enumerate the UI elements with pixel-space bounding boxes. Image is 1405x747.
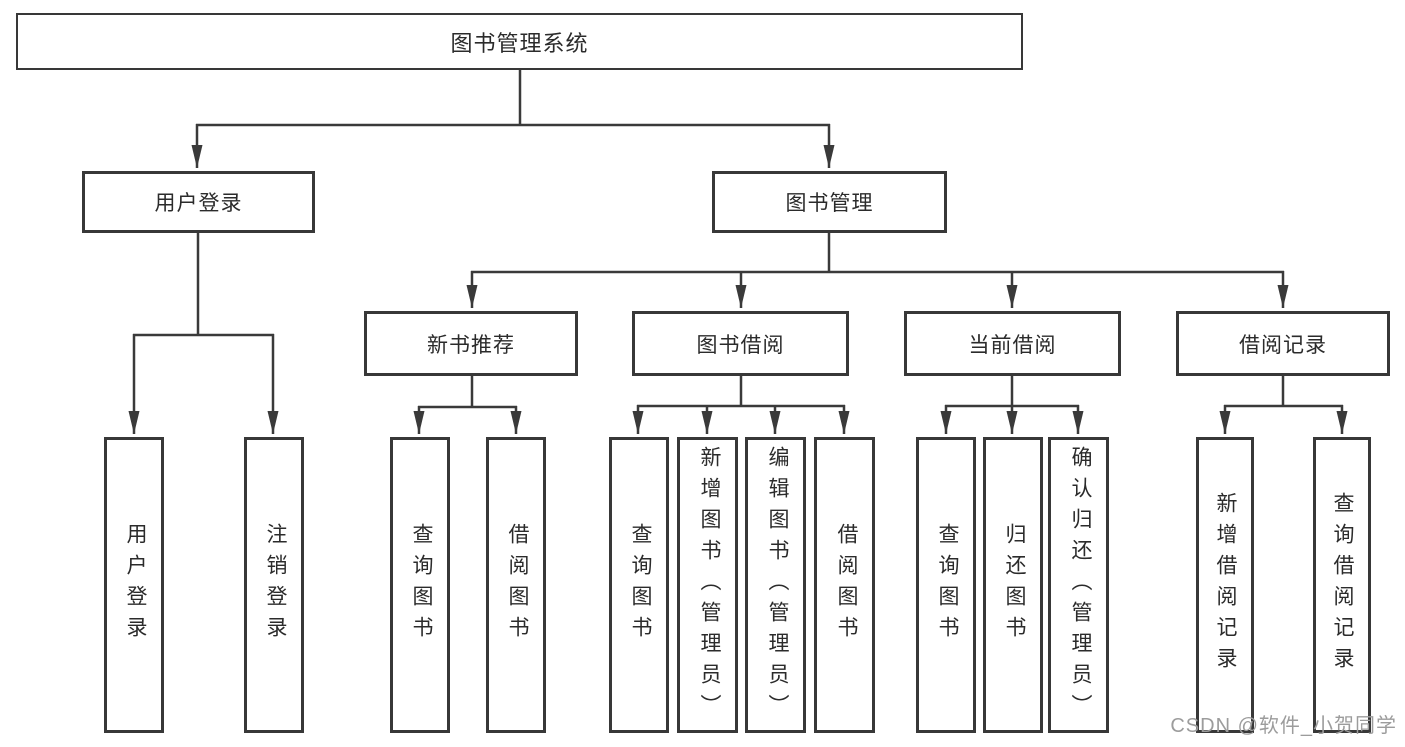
node-user-login: 用户登录 — [82, 171, 315, 233]
node-current-borrow: 当前借阅 — [904, 311, 1121, 376]
node-new-book-recommend: 新书推荐 — [364, 311, 578, 376]
leaf-return-book: 归还图书 — [983, 437, 1043, 733]
leaf-borrow-book-recommend: 借阅图书 — [486, 437, 546, 733]
leaf-user-login: 用户登录 — [104, 437, 164, 733]
csdn-watermark: CSDN @软件_小贺同学 — [1170, 715, 1397, 737]
node-label: 图书管理 — [785, 192, 874, 215]
node-label: 借阅记录 — [1239, 333, 1327, 357]
leaf-query-book-recommend: 查询图书 — [390, 437, 450, 733]
leaf-query-book-borrow: 查询图书 — [609, 437, 669, 733]
leaf-query-borrow-record: 查询借阅记录 — [1313, 437, 1371, 733]
leaf-query-book-current: 查询图书 — [916, 437, 976, 733]
leaf-confirm-return-admin: 确认归还（管理员） — [1048, 437, 1109, 733]
node-label: 图书管理系统 — [450, 30, 589, 56]
node-label: 当前借阅 — [968, 333, 1057, 357]
node-label: 图书借阅 — [696, 333, 785, 357]
leaf-add-book-admin: 新增图书（管理员） — [677, 437, 738, 733]
leaf-borrow-book: 借阅图书 — [814, 437, 875, 733]
leaf-edit-book-admin: 编辑图书（管理员） — [745, 437, 806, 733]
node-label: 用户登录 — [154, 192, 243, 215]
node-label: 新书推荐 — [427, 333, 515, 357]
leaf-logout-login: 注销登录 — [244, 437, 304, 733]
leaf-add-borrow-record: 新增借阅记录 — [1196, 437, 1254, 733]
node-book-borrow: 图书借阅 — [632, 311, 849, 376]
node-book-management: 图书管理 — [712, 171, 947, 233]
node-borrow-record: 借阅记录 — [1176, 311, 1390, 376]
node-library-management-system: 图书管理系统 — [16, 13, 1023, 70]
